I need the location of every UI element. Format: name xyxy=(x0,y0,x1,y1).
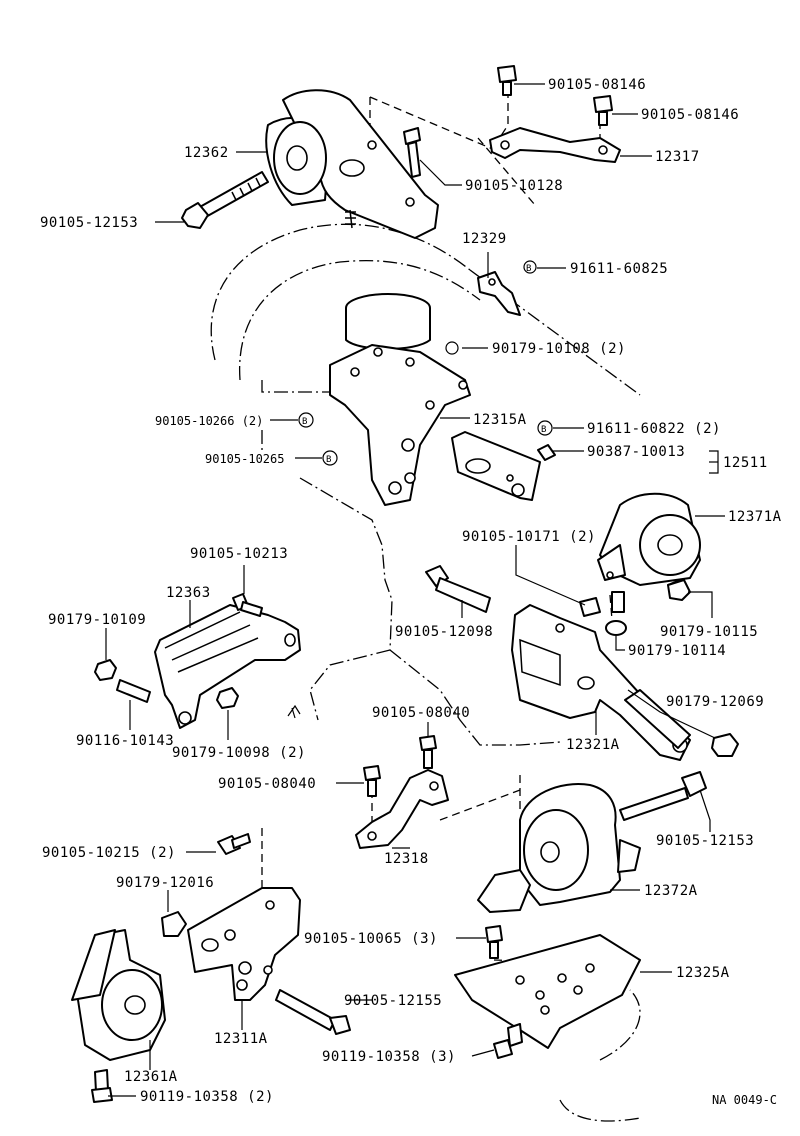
label-90105-10266: 90105-10266 (2) xyxy=(155,414,263,428)
label-90179-10109: 90179-10109 xyxy=(48,612,146,628)
label-12325A: 12325A xyxy=(676,965,730,981)
b-marker-90105-10265: B xyxy=(322,450,338,466)
label-12311A: 12311A xyxy=(214,1031,268,1047)
label-90116-10143: 90116-10143 xyxy=(76,733,174,749)
label-91611-60825: 91611-60825 xyxy=(570,261,668,277)
b-marker-90179-10108 xyxy=(445,341,459,355)
diagram-code: NA 0049-C xyxy=(712,1093,777,1107)
bolt-90105-08040-b xyxy=(363,765,381,797)
label-90105-12153-top: 90105-12153 xyxy=(40,215,138,231)
part-12362-mount-bracket xyxy=(265,89,439,239)
svg-text:B: B xyxy=(302,417,307,427)
stud-90116-10143 xyxy=(116,679,151,703)
label-90179-10108: 90179-10108 (2) xyxy=(492,341,626,357)
bolt-90105-10213 xyxy=(232,593,263,617)
bolt-90105-12098 xyxy=(425,565,491,613)
bolt-90105-10128 xyxy=(403,127,421,178)
bolt-90105-12155 xyxy=(275,989,351,1035)
label-12321A: 12321A xyxy=(566,737,620,753)
bolt-90105-10171 xyxy=(579,597,601,617)
label-90105-12155: 90105-12155 xyxy=(344,993,442,1009)
label-90105-12098: 90105-12098 xyxy=(395,624,493,640)
bolt-90105-08146-a xyxy=(497,65,517,96)
part-12321A-bracket xyxy=(511,604,691,761)
label-90105-10065: 90105-10065 (3) xyxy=(304,931,438,947)
label-90179-10114: 90179-10114 xyxy=(628,643,726,659)
nut-90179-10098 xyxy=(216,687,239,709)
label-90179-12069: 90179-12069 xyxy=(666,694,764,710)
label-90105-12153-right: 90105-12153 xyxy=(656,833,754,849)
label-90387-10013: 90387-10013 xyxy=(587,444,685,460)
svg-text:B: B xyxy=(326,455,331,465)
label-12317: 12317 xyxy=(655,149,700,165)
label-90119-10358-3: 90119-10358 (3) xyxy=(322,1049,456,1065)
bolt-90105-10215 xyxy=(217,833,251,855)
part-12329-bracket xyxy=(477,271,521,316)
part-12363-bracket xyxy=(154,604,301,729)
label-90105-10128: 90105-10128 xyxy=(465,178,563,194)
label-90105-10213: 90105-10213 xyxy=(190,546,288,562)
label-90105-08146-a: 90105-08146 xyxy=(548,77,646,93)
label-91611-60822: 91611-60822 (2) xyxy=(587,421,721,437)
b-marker-91611-60825: B xyxy=(523,260,537,274)
washer-90179-10114 xyxy=(605,620,627,636)
svg-text:B: B xyxy=(541,425,546,435)
label-90105-08040-b: 90105-08040 xyxy=(218,776,316,792)
label-90105-10265: 90105-10265 xyxy=(205,452,284,466)
label-90179-10115: 90179-10115 xyxy=(660,624,758,640)
label-90119-10358-2: 90119-10358 (2) xyxy=(140,1089,274,1105)
bolt-90105-10065 xyxy=(485,925,503,959)
bolt-90105-08040-a xyxy=(419,735,437,769)
bolt-90105-12153-top xyxy=(181,171,269,229)
part-12361A-mount xyxy=(71,929,166,1061)
label-90179-12016: 90179-12016 xyxy=(116,875,214,891)
part-12311A-bracket xyxy=(187,887,301,1001)
label-90105-08040-a: 90105-08040 xyxy=(372,705,470,721)
label-90105-10171: 90105-10171 (2) xyxy=(462,529,596,545)
part-12371A-mount xyxy=(597,492,701,613)
label-12362: 12362 xyxy=(184,145,229,161)
part-12317-bracket xyxy=(489,127,621,163)
nut-90179-10109 xyxy=(94,659,117,681)
label-12372A: 12372A xyxy=(644,883,698,899)
nut-90179-12069 xyxy=(711,733,739,757)
part-12315A-bracket xyxy=(329,293,471,506)
bolt-90119-10358-left xyxy=(91,1069,113,1103)
leader-lines xyxy=(105,83,725,1097)
part-labels: 90105-08146 90105-08146 12317 12362 9010… xyxy=(40,77,782,1107)
washer-90179-12016 xyxy=(161,911,187,937)
bolt-90105-12153-right xyxy=(619,771,707,821)
part-12372A-mount xyxy=(477,783,641,913)
label-90105-08146-b: 90105-08146 xyxy=(641,107,739,123)
bolt-90105-08146-b xyxy=(593,95,613,126)
label-12361A: 12361A xyxy=(124,1069,178,1085)
label-90105-10215: 90105-10215 (2) xyxy=(42,845,176,861)
part-12318-bracket xyxy=(355,769,449,849)
label-12315A: 12315A xyxy=(473,412,527,428)
label-12371A: 12371A xyxy=(728,509,782,525)
label-12329: 12329 xyxy=(462,231,507,247)
label-12511: 12511 xyxy=(723,455,768,471)
nut-90179-10115 xyxy=(667,579,691,601)
svg-text:B: B xyxy=(526,264,531,274)
part-12325A-plate xyxy=(454,934,641,1049)
label-12363: 12363 xyxy=(166,585,211,601)
label-90179-10098: 90179-10098 (2) xyxy=(172,745,306,761)
bolt-90119-10358-right xyxy=(493,1023,523,1059)
b-marker-90105-10266: B xyxy=(298,412,314,428)
part-12511-bracket xyxy=(451,431,556,501)
b-marker-91611-60822: B xyxy=(537,420,553,436)
label-12318: 12318 xyxy=(384,851,429,867)
